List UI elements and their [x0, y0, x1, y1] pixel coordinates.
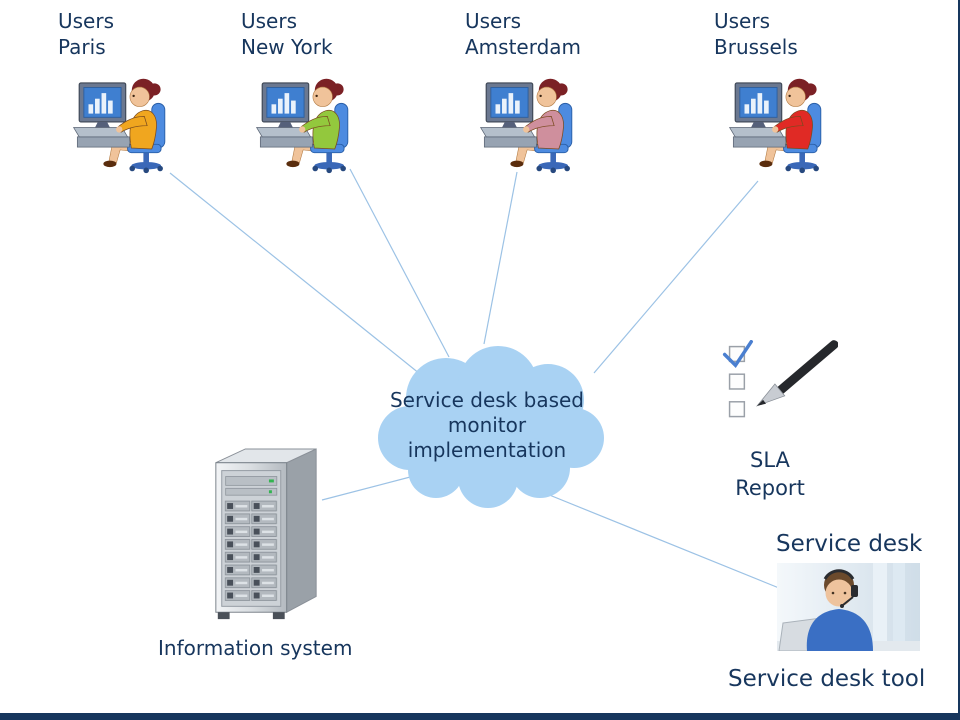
- user-group-paris: Users Paris: [58, 8, 218, 175]
- cloud-label-line1: Service desk based: [389, 388, 584, 412]
- support-agent-photo: [777, 563, 920, 651]
- user-label-line1: Users: [241, 9, 298, 33]
- slide-border-bottom: [0, 713, 960, 720]
- user-label-line2: Brussels: [714, 35, 798, 59]
- sla-report-label: SLA Report: [725, 446, 815, 502]
- slide-border-right: [958, 0, 960, 720]
- connector-newyork-cloud: [349, 168, 450, 358]
- user-group-amsterdam: Users Amsterdam: [465, 8, 625, 175]
- user-label-line2: Amsterdam: [465, 35, 582, 59]
- user-group-brussels: Users Brussels: [714, 8, 874, 175]
- sla-report-line1: SLA: [750, 448, 790, 472]
- user-at-computer-icon: [473, 68, 585, 175]
- user-at-computer-icon: [249, 68, 361, 175]
- user-label-paris: Users Paris: [58, 8, 218, 60]
- connector-amsterdam-cloud: [483, 171, 518, 345]
- server-tower-icon: [215, 448, 317, 620]
- service-desk-label: Service desk: [776, 531, 923, 557]
- user-label-line1: Users: [465, 9, 522, 33]
- user-label-brussels: Users Brussels: [714, 8, 874, 60]
- cloud-icon: [378, 346, 604, 508]
- user-label-new-york: Users New York: [241, 8, 401, 60]
- user-label-line1: Users: [714, 9, 771, 33]
- user-group-new-york: Users New York: [241, 8, 401, 175]
- user-label-line2: Paris: [58, 35, 106, 59]
- cloud-label-line2: monitor: [447, 413, 527, 437]
- user-at-computer-icon: [66, 68, 178, 175]
- information-system-label: Information system: [158, 636, 353, 660]
- user-label-line2: New York: [241, 35, 333, 59]
- sla-report-line2: Report: [735, 476, 805, 500]
- user-label-line1: Users: [58, 9, 115, 33]
- user-at-computer-icon: [722, 68, 834, 175]
- user-label-amsterdam: Users Amsterdam: [465, 8, 625, 60]
- cloud-label: Service desk based monitor implementatio…: [367, 388, 607, 463]
- service-desk-tool-label: Service desk tool: [728, 666, 926, 692]
- checklist-and-pen-icon: [700, 340, 838, 435]
- cloud-label-line3: implementation: [407, 438, 567, 462]
